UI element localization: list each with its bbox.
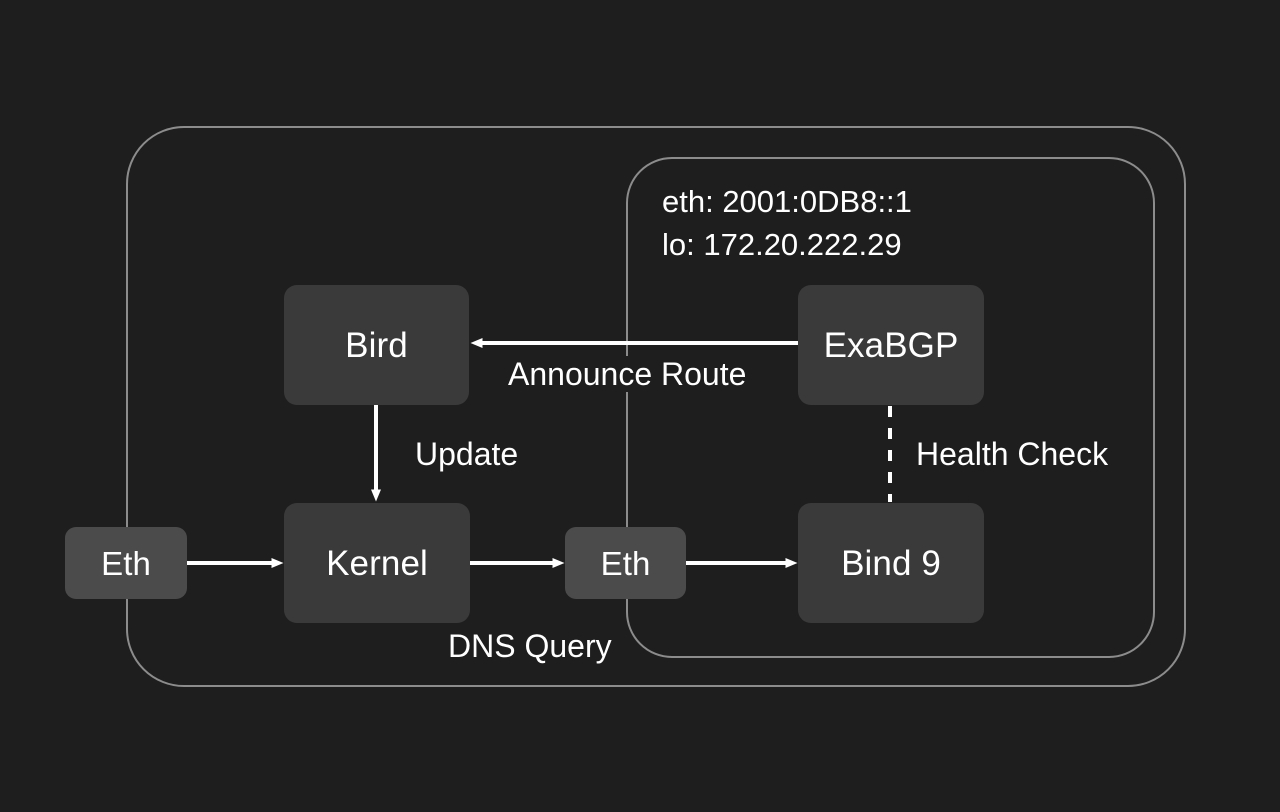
node-eth-mid-label: Eth: [600, 544, 651, 582]
interface-note-eth: eth: 2001:0DB8::1: [662, 184, 912, 219]
node-exabgp-label: ExaBGP: [823, 325, 959, 365]
edge-label-health-check: Health Check: [916, 436, 1109, 472]
node-kernel-label: Kernel: [326, 543, 428, 583]
node-exabgp[interactable]: ExaBGP: [798, 285, 984, 405]
edge-label-dns-query: DNS Query: [448, 628, 612, 664]
node-bind9-label: Bind 9: [841, 543, 941, 583]
node-bird[interactable]: Bird: [284, 285, 469, 405]
interface-note: eth: 2001:0DB8::1 lo: 172.20.222.29: [662, 180, 912, 266]
node-bind9[interactable]: Bind 9: [798, 503, 984, 623]
node-eth-left-label: Eth: [101, 544, 151, 582]
edge-label-update: Update: [415, 436, 519, 472]
edge-label-announce-route: Announce Route: [503, 356, 752, 392]
interface-note-lo: lo: 172.20.222.29: [662, 227, 902, 262]
node-eth-mid[interactable]: Eth: [565, 527, 686, 599]
inner-service-boundary: [626, 157, 1155, 658]
outer-host-boundary: [126, 126, 1186, 687]
node-eth-left[interactable]: Eth: [65, 527, 187, 599]
node-bird-label: Bird: [345, 325, 408, 365]
node-kernel[interactable]: Kernel: [284, 503, 470, 623]
